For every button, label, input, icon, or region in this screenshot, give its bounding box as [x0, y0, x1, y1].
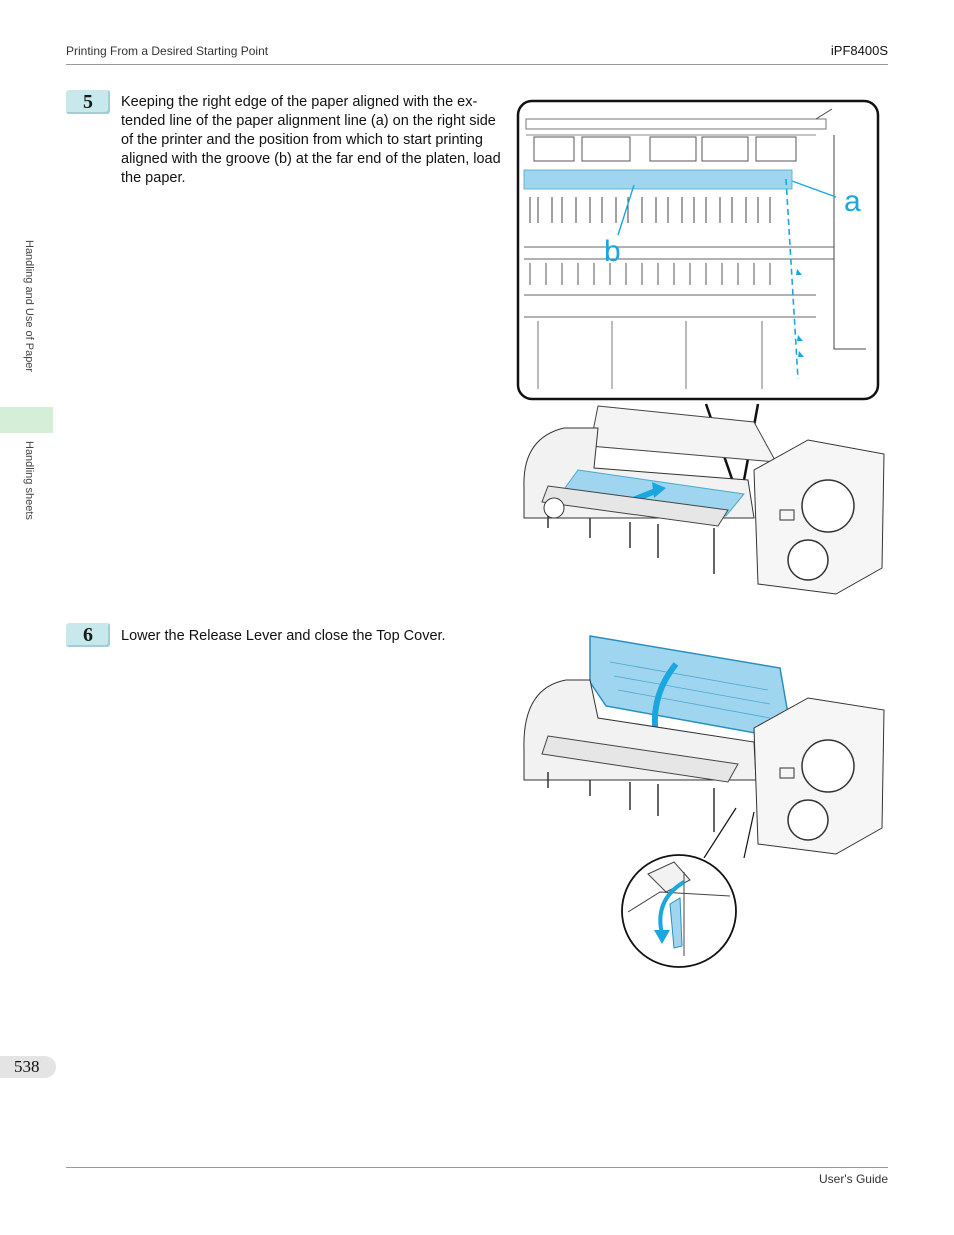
callout-label-a: a: [844, 185, 861, 218]
running-header-section: Printing From a Desired Starting Point: [66, 44, 269, 58]
release-lever-inset-illustration: [621, 854, 737, 968]
header-rule: [66, 64, 888, 65]
running-header-model: iPF8400S: [830, 43, 888, 58]
page-number-badge: [0, 1056, 56, 1078]
step-number-badge: 6: [66, 623, 110, 647]
side-tab-current-marker: [0, 407, 53, 433]
side-tab-section[interactable]: Handling sheets: [23, 441, 35, 520]
footer-rule: [66, 1167, 888, 1168]
step-number-badge: 5: [66, 90, 110, 114]
printer-paper-loading-illustration: [523, 403, 885, 595]
printer-closing-cover-illustration: [523, 635, 885, 858]
step-instruction: Lower the Release Lever and close the To…: [121, 628, 446, 644]
page-number: 538: [14, 1057, 40, 1076]
step-instruction: Keeping the right edge of the paper alig…: [121, 94, 501, 186]
callout-label-b: b: [604, 235, 621, 268]
side-tab-chapter[interactable]: Handling and Use of Paper: [23, 240, 35, 373]
paper-alignment-closeup-illustration: a b: [516, 99, 880, 401]
footer-guide-title: User's Guide: [819, 1172, 888, 1186]
